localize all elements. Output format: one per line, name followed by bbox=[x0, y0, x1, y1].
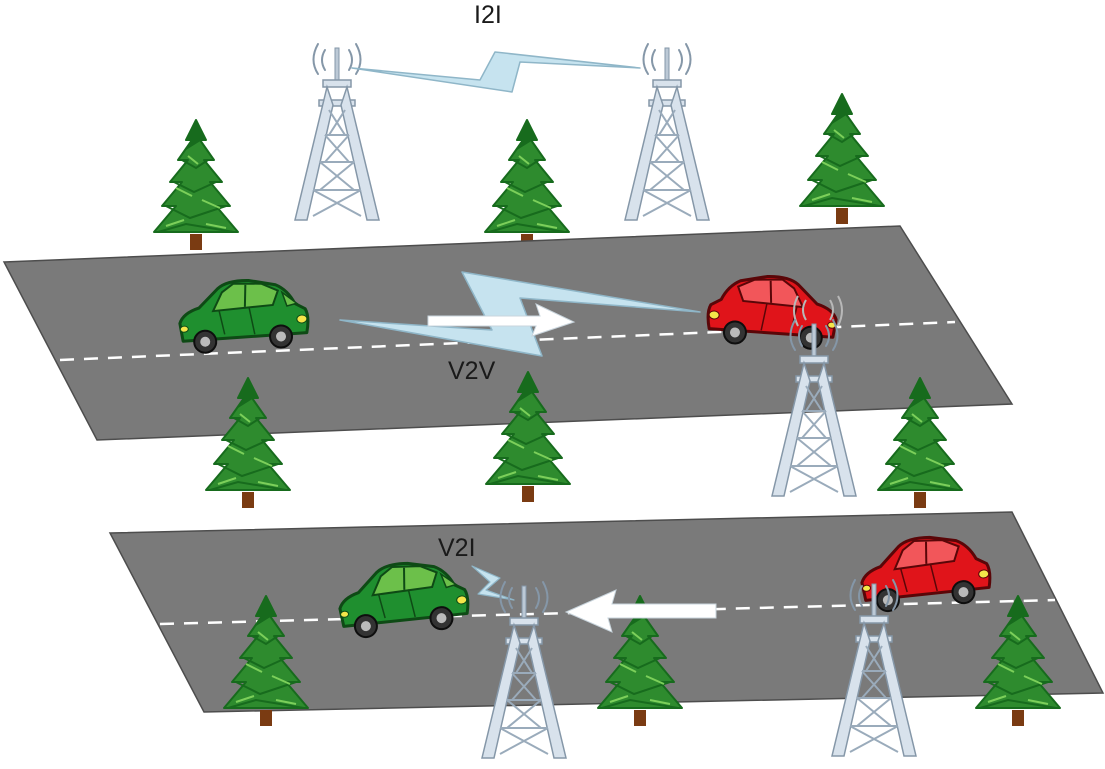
v2i-label: V2I bbox=[438, 534, 476, 562]
tower-icon bbox=[624, 43, 710, 221]
tree-icon bbox=[799, 93, 885, 225]
wireless-bolt-icon bbox=[339, 271, 701, 357]
wireless-bolt-icon bbox=[471, 565, 515, 601]
direction-arrow-icon bbox=[427, 303, 576, 337]
tree-icon bbox=[484, 119, 570, 251]
tree-icon bbox=[153, 119, 239, 251]
v2v-label: V2V bbox=[448, 357, 496, 385]
wireless-bolt-icon bbox=[351, 51, 641, 93]
i2i-label: I2I bbox=[474, 1, 502, 29]
lane-marking bbox=[159, 598, 1056, 626]
signal-waves-icon bbox=[793, 295, 843, 327]
direction-arrow-icon bbox=[564, 589, 717, 633]
